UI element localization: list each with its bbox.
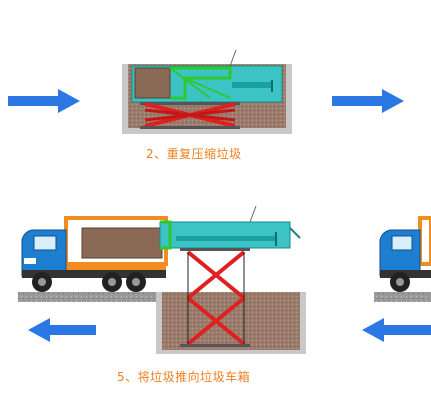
scissor-lift (180, 248, 250, 347)
arrow-left-icon (28, 318, 96, 342)
arrow-right-icon (8, 89, 80, 113)
arrow-left-icon (362, 318, 431, 342)
compaction-station-step5 (156, 205, 306, 354)
scissor-lift (140, 102, 240, 129)
arrow-right-icon (332, 89, 404, 113)
compaction-station-step2 (122, 49, 292, 134)
step-5-caption: 5、将垃圾推向垃圾车箱 (117, 370, 251, 384)
garbage-truck-partial (374, 216, 431, 302)
garbage-truck (18, 216, 168, 302)
step-2-caption: 2、重复压缩垃圾 (146, 147, 242, 161)
